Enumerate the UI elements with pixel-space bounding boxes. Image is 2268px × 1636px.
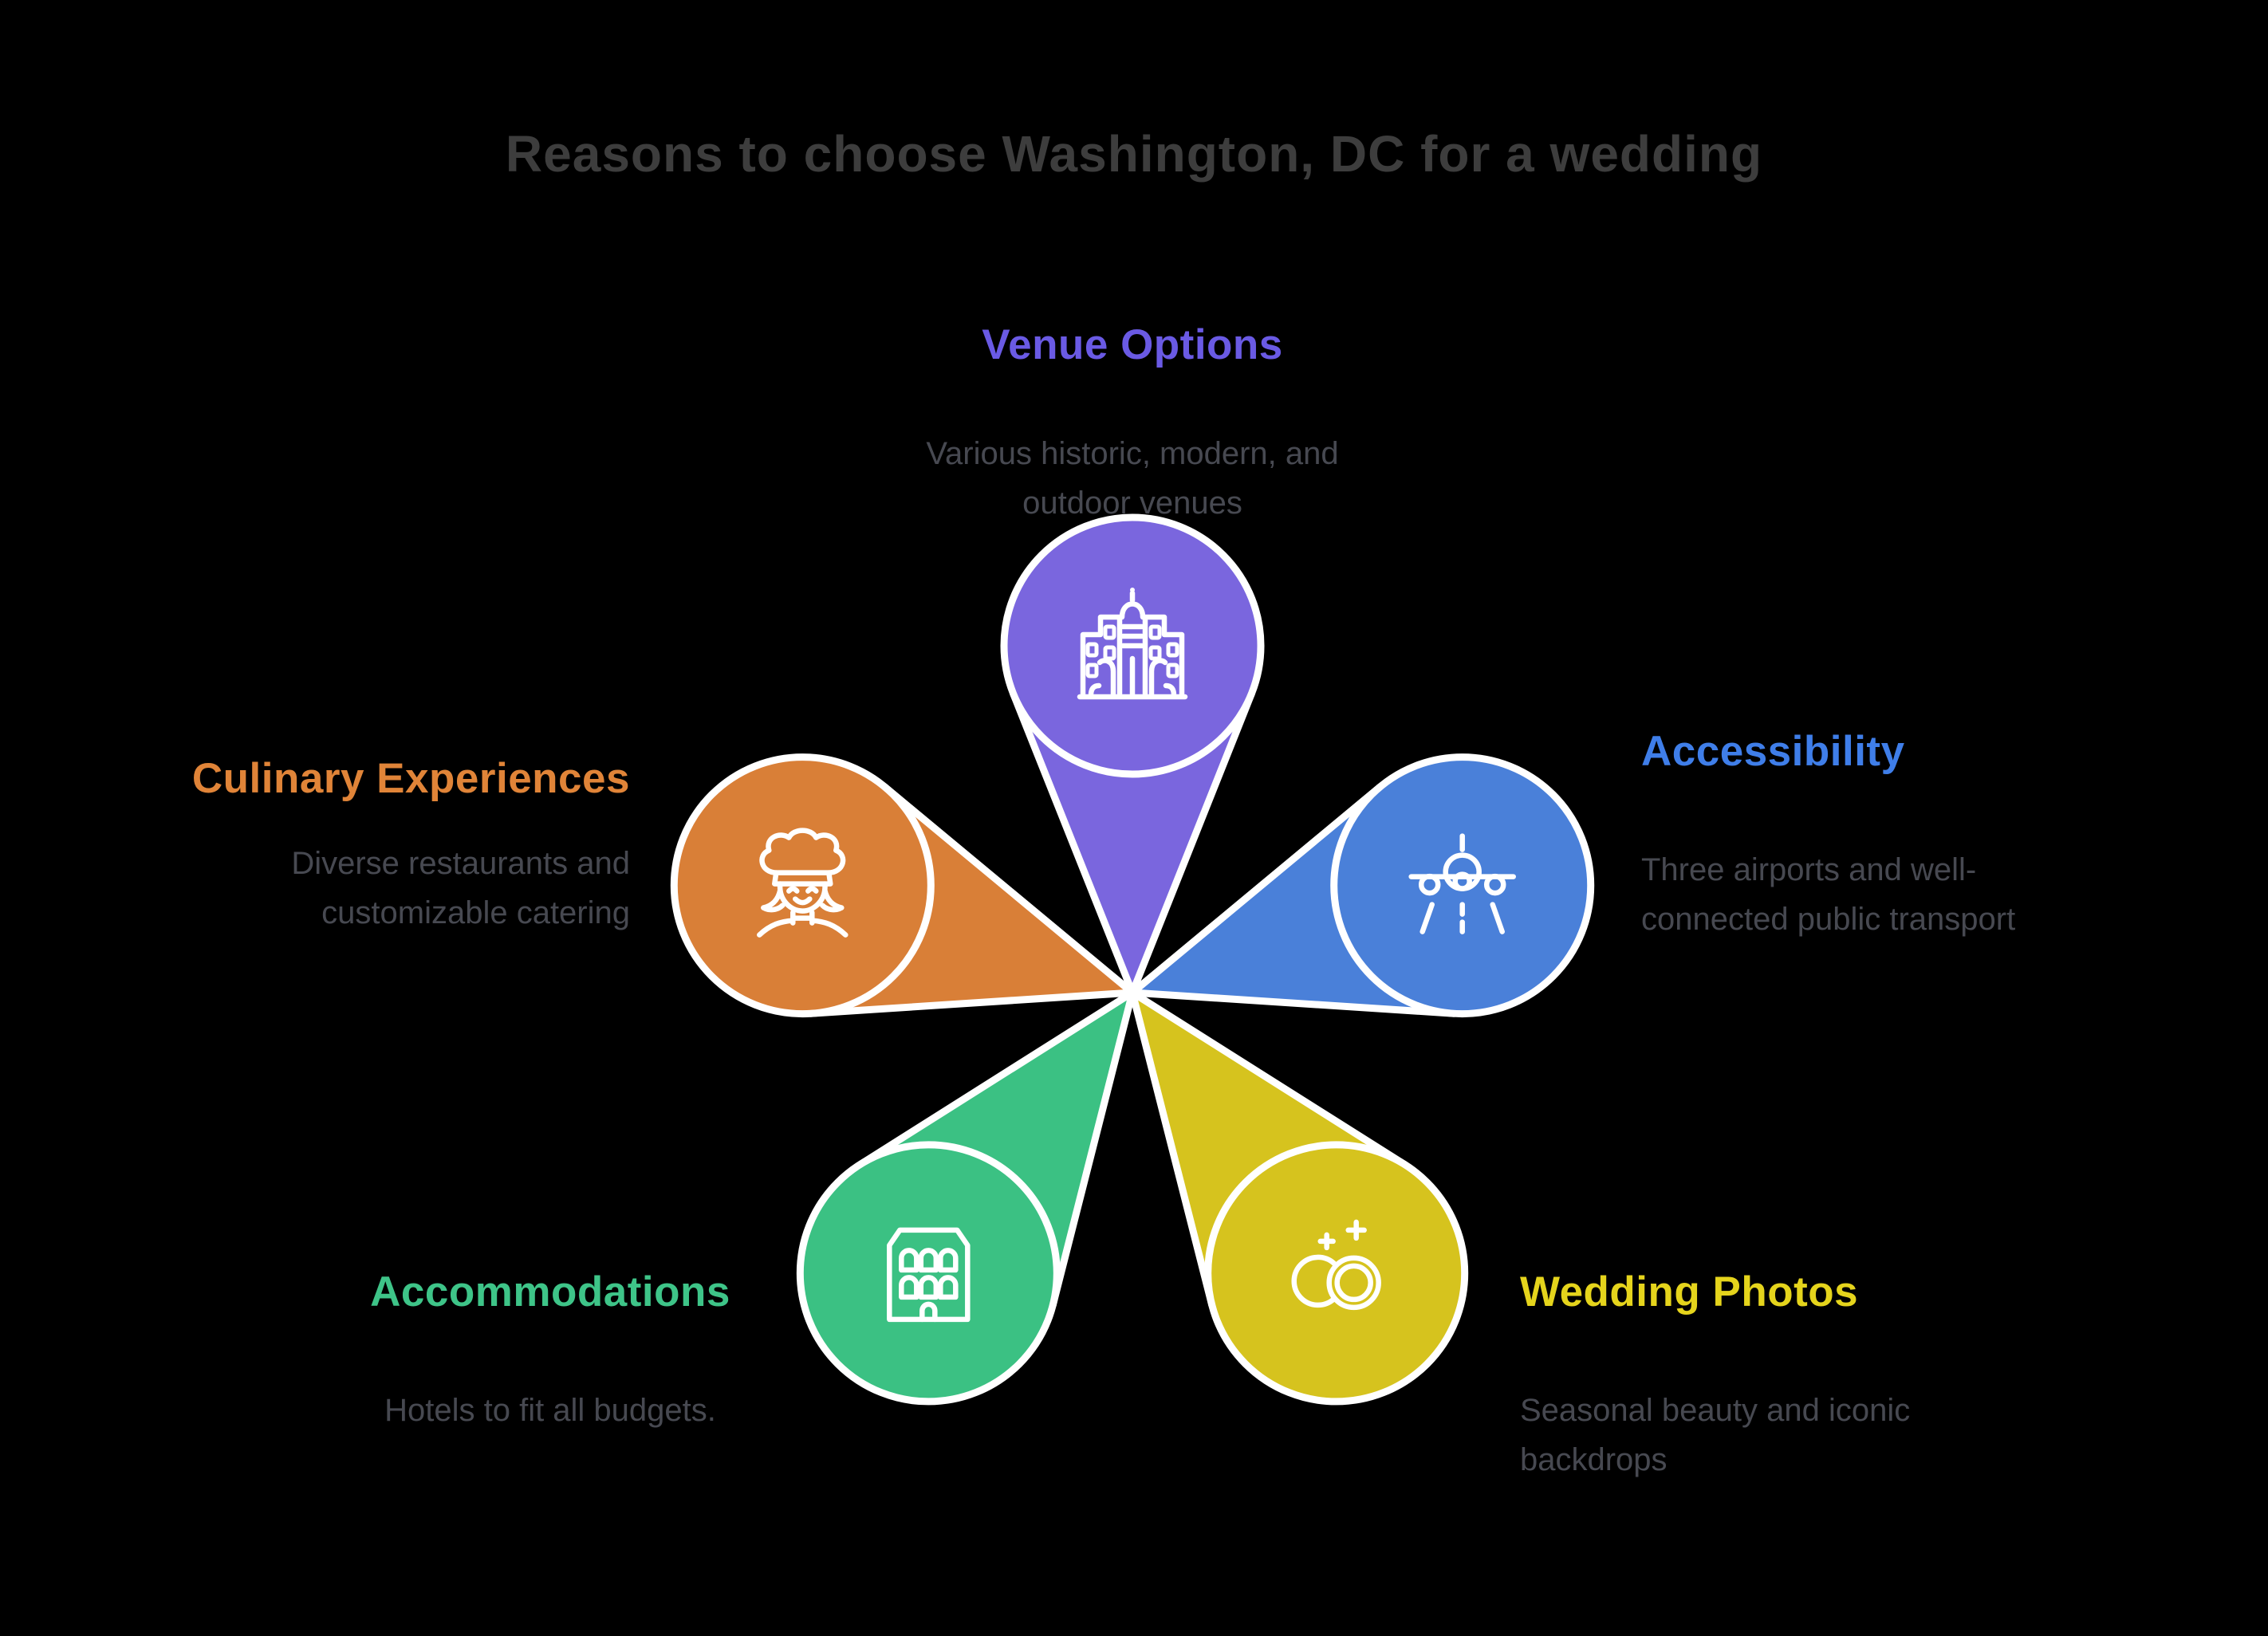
- capitol-building-icon: [1077, 588, 1188, 700]
- wedding-rings-icon: [1291, 1219, 1381, 1311]
- page-title: Reasons to choose Washington, DC for a w…: [505, 125, 1763, 183]
- section-culinary-heading: Culinary Experiences: [191, 755, 630, 802]
- section-venue-body: Various historic, modern, and outdoor ve…: [926, 436, 1339, 521]
- chef-icon: [757, 828, 849, 938]
- section-accessibility-heading: Accessibility: [1641, 728, 1905, 775]
- section-culinary: Culinary Experiences Diverse restaurants…: [0, 754, 630, 938]
- section-accommodations-body: Hotels to fit all budgets.: [384, 1393, 716, 1428]
- petal-circle-accommodations: [796, 1141, 1061, 1406]
- section-culinary-body: Diverse restaurants and customizable cat…: [291, 846, 630, 930]
- section-accessibility: Accessibility Three airports and well- c…: [1641, 727, 2215, 944]
- section-accommodations-heading: Accommodations: [370, 1268, 730, 1315]
- section-wedding-heading: Wedding Photos: [1520, 1268, 1859, 1315]
- section-accommodations: Accommodations Hotels to fit all budgets…: [271, 1268, 829, 1435]
- section-wedding: Wedding Photos Seasonal beauty and iconi…: [1520, 1268, 2062, 1485]
- section-accessibility-body: Three airports and well- connected publi…: [1641, 852, 2016, 937]
- petal-circle-accessibility: [1330, 753, 1595, 1018]
- section-venue-heading: Venue Options: [982, 321, 1283, 368]
- hotel-building-icon: [887, 1227, 971, 1323]
- petal-circle-wedding: [1204, 1141, 1469, 1406]
- section-venue: Venue Options Various historic, modern, …: [797, 321, 1467, 528]
- section-wedding-body: Seasonal beauty and iconic backdrops: [1520, 1393, 1911, 1477]
- airplane-landing-icon: [1408, 833, 1516, 934]
